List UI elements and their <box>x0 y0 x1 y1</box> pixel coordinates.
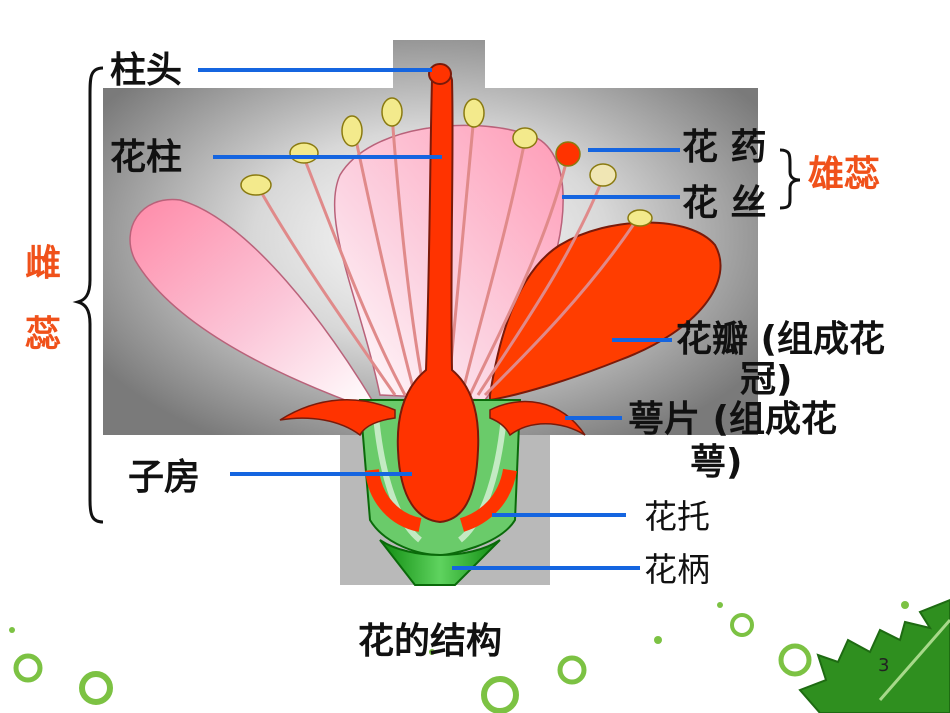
sepal-label-line-2: 萼) <box>690 442 743 483</box>
diagram-caption: 花的结构 <box>358 621 503 662</box>
left-petal <box>129 198 373 412</box>
sepal-label-line-1: 萼片 (组成花 <box>628 399 837 440</box>
stigma-label: 柱头 <box>110 50 183 91</box>
decorative-circles <box>13 613 812 713</box>
style-label: 花柱 <box>110 137 183 178</box>
anther-label: 花 药 <box>682 127 767 168</box>
stamen-filaments <box>258 114 640 397</box>
stigma <box>428 63 452 85</box>
stamen-bracket <box>779 148 801 210</box>
pedicel <box>379 539 501 586</box>
filament-label: 花 丝 <box>682 183 767 224</box>
pistil-label-top: 雌 <box>25 243 62 284</box>
stamen-label: 雄蕊 <box>808 154 881 195</box>
left-sepal <box>279 399 396 437</box>
decorative-maple-leaf <box>798 598 950 713</box>
pistil <box>396 70 480 524</box>
petal-label-line-1: 花瓣 (组成花 <box>676 319 885 360</box>
right-sepal <box>489 400 586 437</box>
receptacle-label: 花托 <box>644 497 710 536</box>
pedicel-label: 花柄 <box>644 550 710 589</box>
ovary-label: 子房 <box>128 457 201 498</box>
leader-lines <box>198 68 680 570</box>
right-petal <box>489 221 722 402</box>
petal-label-line-2: 冠) <box>740 359 793 400</box>
pistil-bracket <box>72 66 104 524</box>
page-number: 3 <box>878 655 890 676</box>
stamen-anthers <box>240 97 653 227</box>
pistil-label-bottom: 蕊 <box>25 314 62 355</box>
decorative-dots <box>9 601 909 655</box>
